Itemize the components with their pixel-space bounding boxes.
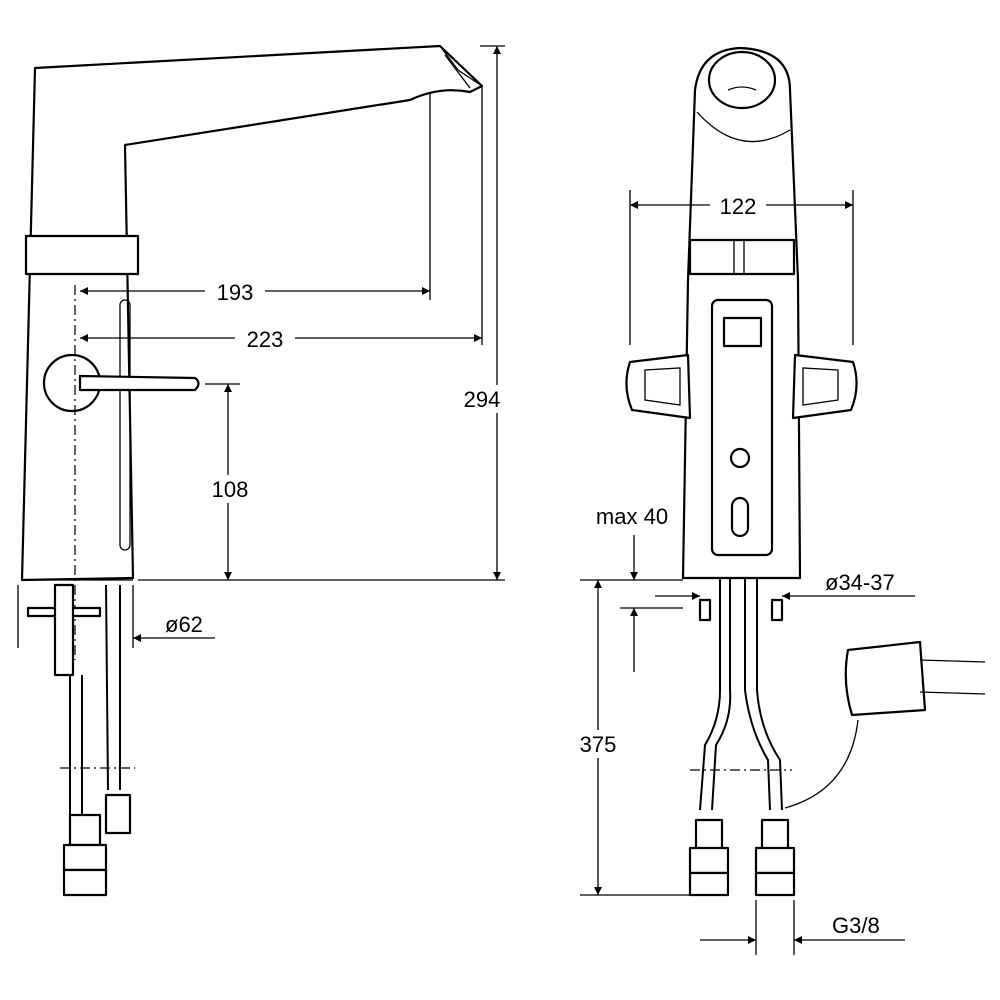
dim-193: 193 [217, 280, 254, 305]
sensor-connector [104, 793, 132, 835]
dim-diameter-62: ø62 [165, 612, 203, 637]
dim-294: 294 [464, 387, 501, 412]
control-panel [710, 298, 774, 557]
dim-108: 108 [212, 477, 249, 502]
dim-max-40: max 40 [596, 504, 668, 529]
dim-375: 375 [580, 732, 617, 757]
sensor-ring-front [688, 238, 796, 276]
power-adapter [844, 640, 927, 717]
dim-223: 223 [247, 327, 284, 352]
dim-diameter-34-37: ø34-37 [825, 570, 895, 595]
faucet-body-side [20, 44, 484, 582]
sensor-ring-side [24, 234, 140, 276]
right-knob [791, 353, 858, 420]
front-view: 122 max 40 ø34-37 375 G3/8 [570, 46, 986, 955]
dim-122: 122 [720, 194, 757, 219]
left-knob [625, 353, 692, 420]
lever-handle [78, 374, 200, 392]
dim-thread-g3-8: G3/8 [832, 913, 880, 938]
side-view: 193 223 294 108 ø62 [17, 44, 508, 897]
adjust-screw-icon [729, 447, 751, 469]
display-window [722, 316, 763, 348]
